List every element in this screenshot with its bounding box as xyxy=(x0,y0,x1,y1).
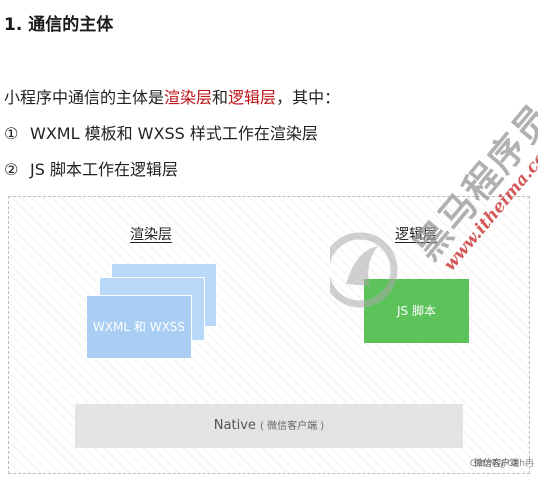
intro-text: 小程序中通信的主体是渲染层和逻辑层，其中： xyxy=(4,84,340,108)
intro-suffix: ，其中： xyxy=(276,88,341,107)
render-layer-label: 渲染层 xyxy=(130,227,172,243)
intro-render-layer: 渲染层 xyxy=(164,88,213,107)
list-text: WXML 模板和 WXSS 样式工作在渲染层 xyxy=(30,124,318,143)
architecture-diagram: 渲染层 逻辑层 WXML 和 WXSS JS 脚本 Native ( 微信客户端… xyxy=(8,196,530,474)
list-text: JS 脚本工作在逻辑层 xyxy=(30,160,178,179)
list-number: ② xyxy=(4,160,19,179)
render-box-label: WXML 和 WXSS xyxy=(92,320,186,334)
list-item: ② JS 脚本工作在逻辑层 xyxy=(4,156,178,180)
intro-and: 和 xyxy=(212,88,229,107)
js-box-label: JS 脚本 xyxy=(397,304,436,318)
list-number: ① xyxy=(4,124,19,143)
intro-prefix: 小程序中通信的主体是 xyxy=(4,88,165,107)
native-label: Native xyxy=(213,418,256,433)
list-item: ① WXML 模板和 WXSS 样式工作在渲染层 xyxy=(4,120,318,144)
intro-logic-layer: 逻辑层 xyxy=(228,88,277,107)
native-sub-label: ( 微信客户端 ) xyxy=(260,421,325,432)
section-heading: 1. 通信的主体 xyxy=(4,15,114,35)
client-label: 微信客户端 xyxy=(473,459,519,469)
render-page-card: WXML 和 WXSS xyxy=(86,295,192,359)
native-bar: Native ( 微信客户端 ) xyxy=(75,404,463,448)
js-script-box: JS 脚本 xyxy=(364,279,469,343)
logic-layer-label: 逻辑层 xyxy=(395,227,437,243)
csdn-watermark: CSDN @Chh冉 xyxy=(469,459,534,469)
